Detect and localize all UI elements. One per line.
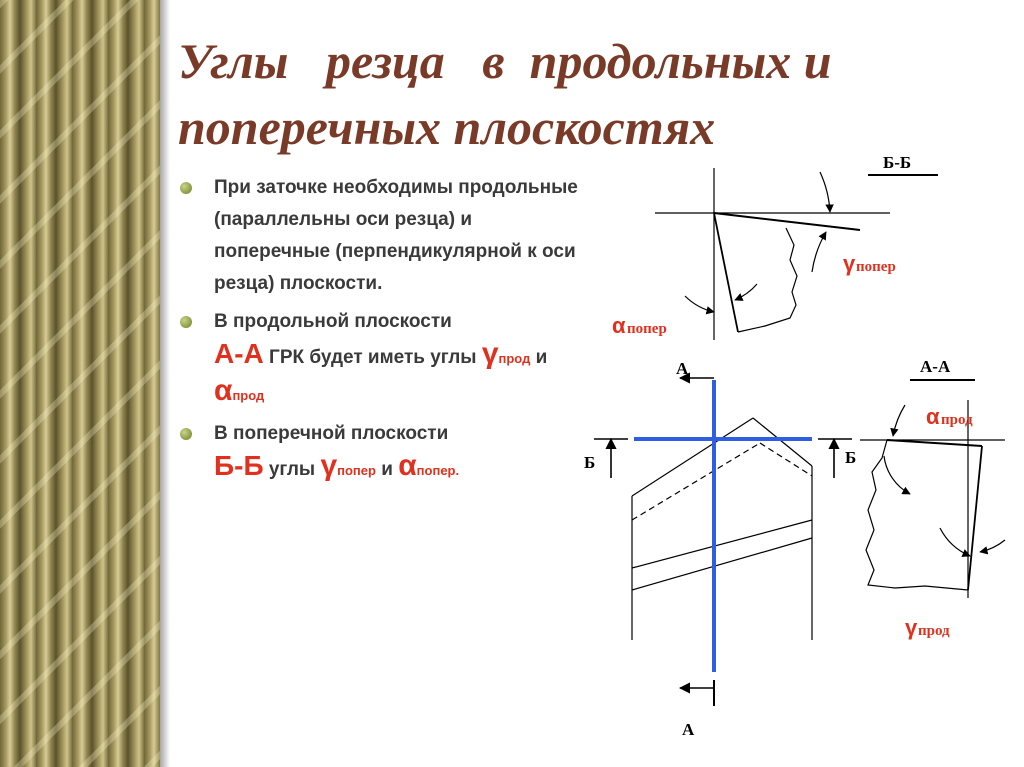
section-a-top-label: А bbox=[676, 359, 689, 378]
gamma-sub-poper: попер bbox=[856, 259, 896, 275]
bullet-2: В продольной плоскости А-А ГРК будет име… bbox=[178, 306, 588, 412]
alpha-symbol: α bbox=[214, 374, 233, 407]
section-bb-title: Б-Б bbox=[883, 153, 911, 172]
bullet-2-pre: В продольной плоскости bbox=[214, 311, 452, 332]
and-word: и bbox=[535, 347, 548, 368]
section-a-bottom-label: А bbox=[682, 720, 695, 739]
gamma-sub-prod: прод bbox=[498, 351, 531, 366]
alpha-symbol: α bbox=[398, 449, 417, 482]
gamma-sub-poper: попер bbox=[337, 463, 376, 478]
alpha-sub-prod: прод bbox=[232, 388, 265, 403]
bullet-dot-icon bbox=[180, 182, 192, 194]
bullet-dot-icon bbox=[180, 428, 192, 440]
slide-title: Углы резца в продольных и поперечных пло… bbox=[178, 28, 978, 160]
section-b-right-label: Б bbox=[845, 448, 856, 467]
alpha-prod-label: α прод bbox=[926, 404, 973, 429]
section-aa-label: А-А bbox=[214, 338, 264, 369]
gamma-symbol: γ bbox=[905, 615, 918, 640]
section-aa-view bbox=[860, 379, 1006, 598]
gamma-symbol: γ bbox=[320, 449, 338, 482]
bullet-3-mid: углы bbox=[268, 459, 316, 480]
gamma-prod-label: γ прод bbox=[905, 615, 950, 640]
bullet-list: При заточке необходимы продольные (парал… bbox=[178, 172, 588, 493]
and-word: и bbox=[381, 459, 393, 480]
bullet-1: При заточке необходимы продольные (парал… bbox=[178, 172, 588, 300]
section-aa-title: А-А bbox=[920, 357, 951, 376]
title-line-1: Углы резца в продольных и bbox=[178, 33, 832, 89]
alpha-symbol: α bbox=[926, 404, 940, 429]
bullet-1-text: При заточке необходимы продольные (парал… bbox=[214, 177, 578, 294]
decorative-strip bbox=[0, 0, 160, 767]
section-b-left-label: Б bbox=[584, 453, 595, 472]
section-bb-label: Б-Б bbox=[214, 450, 264, 481]
gamma-symbol: γ bbox=[481, 337, 499, 370]
cutter-plan-view bbox=[631, 417, 813, 640]
bullet-3: В поперечной плоскости Б-Б углы γпопер и… bbox=[178, 418, 588, 487]
section-markers bbox=[594, 372, 852, 706]
alpha-sub-poper: попер. bbox=[416, 463, 460, 478]
bullet-dot-icon bbox=[180, 316, 192, 328]
bullet-3-pre: В поперечной плоскости bbox=[214, 423, 449, 444]
alpha-poper-label: α попер bbox=[612, 313, 667, 338]
gamma-symbol: γ bbox=[843, 251, 856, 276]
strip-shadow bbox=[160, 0, 170, 767]
alpha-sub-prod: прод bbox=[941, 412, 973, 428]
gamma-poper-label: γ попер bbox=[843, 251, 896, 276]
bullet-2-mid: ГРК будет иметь углы bbox=[269, 347, 477, 368]
cutter-angles-diagram: Б-Б γ попер α попер А А Б Б bbox=[584, 153, 1006, 739]
alpha-sub-poper: попер bbox=[627, 321, 667, 337]
alpha-symbol: α bbox=[612, 313, 626, 338]
title-line-2: поперечных плоскостях bbox=[178, 99, 716, 155]
section-bb-view bbox=[655, 168, 938, 340]
gamma-sub-prod: прод bbox=[918, 623, 950, 639]
